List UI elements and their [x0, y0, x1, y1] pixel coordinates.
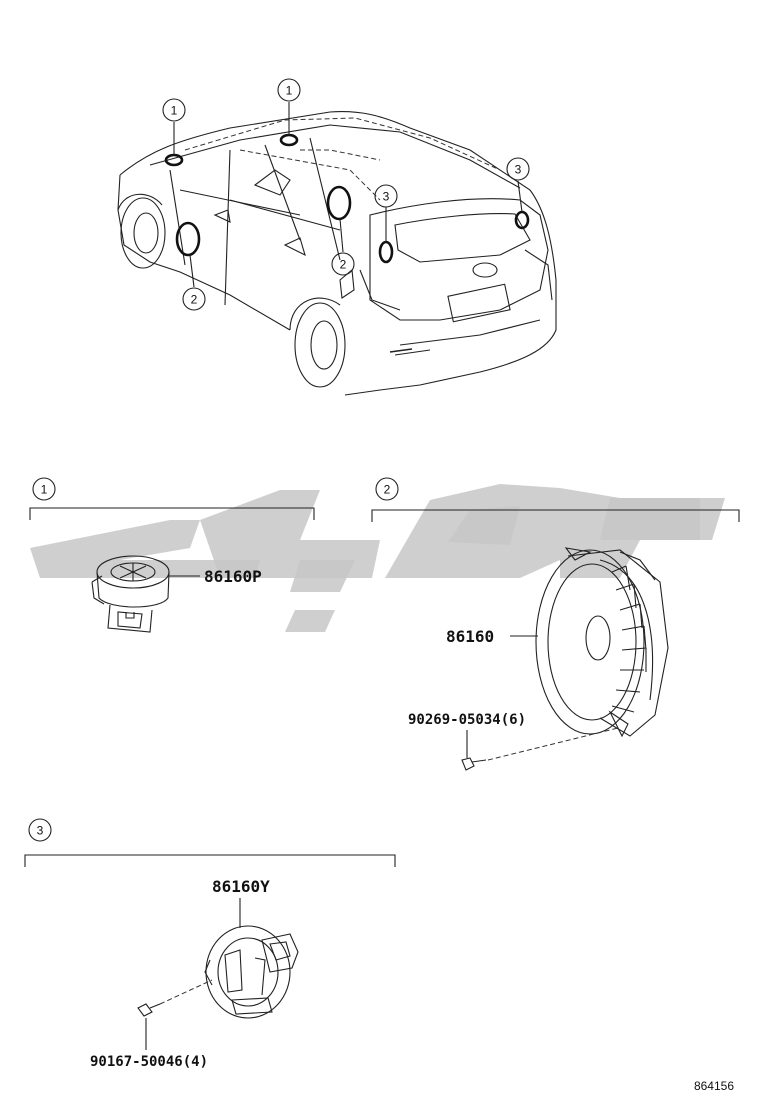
speaker-icon — [204, 925, 299, 1019]
callout-1-tweeter: 1 — [286, 84, 293, 98]
part-number-door-speaker-screw: 90269-05034(6) — [408, 712, 526, 728]
section-2-door-speaker: 2 86160 90269-05034(6) — [371, 477, 740, 771]
callout-2-rear-door: 2 — [340, 258, 347, 272]
diagram-id: 864156 — [694, 1079, 734, 1093]
part-number-rear-speaker: 86160Y — [212, 877, 270, 896]
section-1-label: 1 — [41, 483, 48, 497]
callout-3-left-rear: 3 — [383, 190, 390, 204]
part-number-tweeter: 86160P — [204, 567, 262, 586]
screw-icon — [461, 757, 487, 771]
section-3-rear-speaker: 3 86160Y 90167-50046(4) — [24, 818, 396, 1070]
callout-1-front-tweeter: 1 — [171, 104, 178, 118]
speaker-icon — [535, 547, 669, 738]
tweeter-icon — [91, 555, 170, 633]
watermark-logo — [30, 484, 725, 632]
section-3-label: 3 — [37, 824, 44, 838]
callout-3-right-rear: 3 — [515, 163, 522, 177]
section-2-label: 2 — [384, 483, 391, 497]
section-1-tweeter: 1 86160P — [29, 477, 315, 633]
part-number-rear-speaker-screw: 90167-50046(4) — [90, 1054, 208, 1070]
part-number-door-speaker: 86160 — [446, 627, 494, 646]
vehicle-callouts: 1 1 2 2 3 3 — [162, 78, 530, 311]
callout-2-front-door: 2 — [191, 293, 198, 307]
screw-icon — [137, 1003, 161, 1017]
vehicle-icon — [117, 111, 557, 396]
